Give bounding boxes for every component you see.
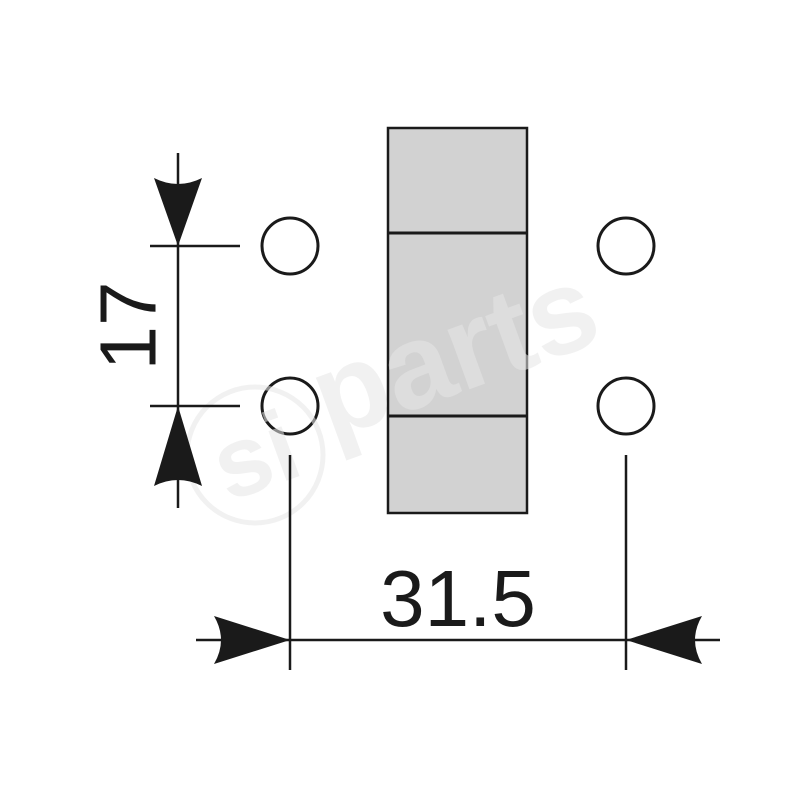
arrow-down-icon xyxy=(154,178,202,246)
dimension-horizontal xyxy=(196,455,720,670)
dimension-vertical xyxy=(150,153,240,508)
arrow-right-icon xyxy=(214,616,290,664)
module-body xyxy=(386,126,529,515)
hole-top-left xyxy=(260,216,320,276)
hole-bottom-right xyxy=(596,376,656,436)
dimension-label-vertical: 17 xyxy=(84,282,173,371)
dimension-label-horizontal: 31.5 xyxy=(380,554,536,643)
module-rectangle xyxy=(386,126,529,515)
arrow-left-icon xyxy=(626,616,702,664)
arrow-up-icon xyxy=(154,406,202,486)
hole-top-right xyxy=(596,216,656,276)
